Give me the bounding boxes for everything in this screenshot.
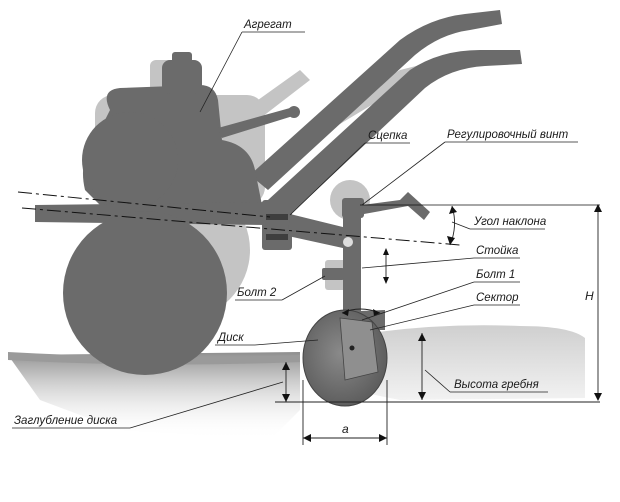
axis-line-hitch bbox=[21, 207, 461, 246]
machine-body bbox=[35, 10, 522, 375]
label-adjusting-screw: Регулировочный винт bbox=[447, 129, 569, 141]
label-sector: Сектор bbox=[476, 292, 519, 304]
ridge bbox=[330, 325, 585, 400]
label-hitch: Сцепка bbox=[368, 130, 407, 142]
label-bolt2: Болт 2 bbox=[237, 287, 277, 299]
label-bolt1: Болт 1 bbox=[476, 269, 515, 281]
leader-lines bbox=[12, 31, 578, 429]
label-tilt-angle: Угол наклона bbox=[473, 216, 546, 228]
label-height-h: H bbox=[585, 289, 594, 303]
ground-surface bbox=[8, 352, 300, 440]
label-disk-depth: Заглубление диска bbox=[14, 415, 117, 427]
label-distance-a: a bbox=[342, 422, 349, 436]
axis-line-engine bbox=[17, 191, 271, 218]
hitch-pins bbox=[266, 214, 353, 247]
label-aggregate: Агрегат bbox=[243, 19, 292, 31]
disk-bolt bbox=[349, 345, 355, 351]
disk-mount bbox=[339, 317, 379, 381]
label-disk: Диск bbox=[216, 332, 244, 344]
label-rack: Стойка bbox=[476, 245, 518, 257]
label-ridge-height: Высота гребня bbox=[454, 379, 539, 391]
